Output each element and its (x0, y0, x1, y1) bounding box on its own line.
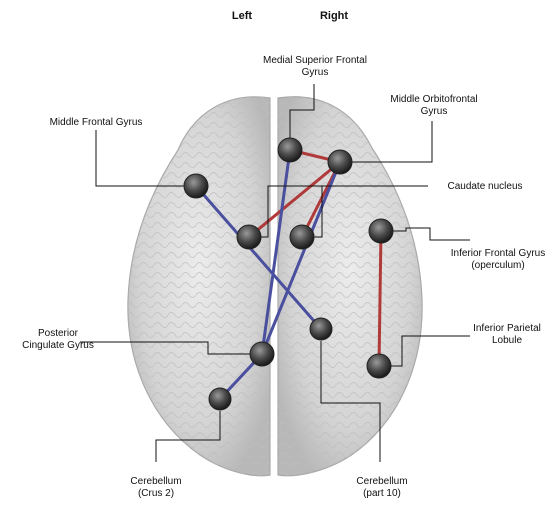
node-cerebellum-part10 (310, 318, 332, 340)
left-gyri-texture (128, 97, 270, 476)
label-posterior-cingulate: Posterior Cingulate Gyrus (10, 328, 106, 352)
node-medial-superior-frontal (278, 138, 302, 162)
connection-ifg-ipl (379, 231, 381, 366)
label-left-hemisphere: Left (222, 10, 262, 22)
node-caudate-left (237, 225, 261, 249)
label-cerebellum-part10: Cerebellum (part 10) (342, 476, 422, 500)
label-caudate: Caudate nucleus (430, 181, 540, 193)
node-middle-frontal (184, 174, 208, 198)
label-inferior-frontal: Inferior Frontal Gyrus (operculum) (440, 248, 556, 272)
node-inferior-parietal (367, 354, 391, 378)
node-middle-orbitofrontal (328, 150, 352, 174)
node-caudate-right (290, 225, 314, 249)
label-cerebellum-crus2: Cerebellum (Crus 2) (116, 476, 196, 500)
label-middle-orbitofrontal: Middle Orbitofrontal Gyrus (372, 94, 496, 118)
label-middle-frontal: Middle Frontal Gyrus (28, 117, 164, 129)
label-inferior-parietal: Inferior Parietal Lobule (460, 323, 554, 347)
node-cerebellum-crus2 (209, 388, 231, 410)
node-inferior-frontal (369, 219, 393, 243)
label-right-hemisphere: Right (312, 10, 356, 22)
brain-outline (128, 97, 422, 476)
node-posterior-cingulate (250, 342, 274, 366)
label-medial-superior-frontal: Medial Superior Frontal Gyrus (244, 55, 386, 79)
